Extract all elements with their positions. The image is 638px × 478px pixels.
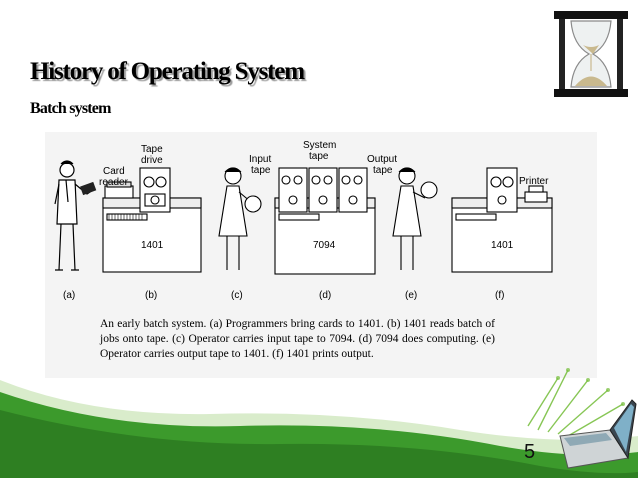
label-machine-f: 1401 xyxy=(491,240,514,251)
label-system-tape-1: System xyxy=(303,140,336,151)
panel-label-e: (e) xyxy=(405,290,417,301)
page-number: 5 xyxy=(524,441,536,463)
hourglass-icon xyxy=(553,9,629,99)
figure-caption: An early batch system. (a) Programmers b… xyxy=(100,318,495,360)
label-input-tape-2: tape xyxy=(251,165,271,176)
label-system-tape-2: tape xyxy=(309,151,329,162)
programmer-figure xyxy=(54,160,94,271)
label-machine-d: 7094 xyxy=(313,240,336,251)
footer-wave xyxy=(0,380,638,478)
label-machine-b: 1401 xyxy=(141,240,164,251)
label-card-reader-1: Card xyxy=(103,166,125,177)
label-tape-drive-1: Tape xyxy=(141,144,163,155)
slide-title: History of Operating System xyxy=(30,58,305,85)
panel-label-b: (b) xyxy=(145,290,157,301)
label-printer: Printer xyxy=(519,176,549,187)
panel-label-d: (d) xyxy=(319,290,331,301)
panel-label-f: (f) xyxy=(495,290,504,301)
laptop-icon xyxy=(527,368,637,469)
slide-subtitle: Batch system xyxy=(30,100,111,117)
operator-input xyxy=(218,167,262,270)
panel-label-a: (a) xyxy=(63,290,75,301)
label-output-tape-2: tape xyxy=(373,165,393,176)
machine-1401-reader xyxy=(102,167,202,273)
batch-system-figure: Card reader Tape drive Input tape System… xyxy=(45,132,597,378)
machine-1401-printer xyxy=(451,167,553,273)
label-output-tape-1: Output xyxy=(367,154,397,165)
label-tape-drive-2: drive xyxy=(141,155,163,166)
operator-output xyxy=(392,167,438,270)
label-input-tape-1: Input xyxy=(249,154,271,165)
machine-7094 xyxy=(274,167,376,275)
label-card-reader-2: reader xyxy=(99,177,129,188)
panel-label-c: (c) xyxy=(231,290,243,301)
